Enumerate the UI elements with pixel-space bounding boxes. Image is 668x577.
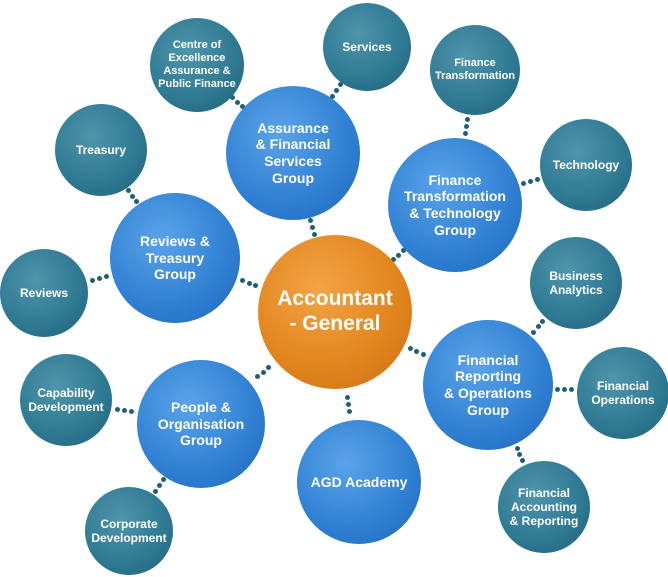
node-services: Services xyxy=(323,3,411,91)
node-accountant-general: Accountant - General xyxy=(258,235,412,389)
connector-dot xyxy=(308,218,314,224)
connector-dot xyxy=(401,248,407,253)
connector-dot xyxy=(562,387,568,393)
node-technology: Technology xyxy=(540,119,632,211)
connector-dot xyxy=(260,369,266,375)
connector-dot xyxy=(235,99,241,105)
node-treasury: Treasury xyxy=(55,104,147,196)
connector-dot xyxy=(344,394,350,400)
connector-dot xyxy=(115,406,121,412)
connector-dot xyxy=(129,409,135,415)
connector-dot xyxy=(229,95,235,100)
node-reviews-treasury-group: Reviews & Treasury Group xyxy=(110,193,240,323)
node-finance-tech-group: Finance Transformation & Technology Grou… xyxy=(388,138,522,272)
node-corporate-development: Corporate Development xyxy=(85,487,173,575)
connector-dot xyxy=(126,187,132,193)
node-label: Finance Transformation & Technology Grou… xyxy=(404,171,506,238)
node-label: Technology xyxy=(552,157,620,172)
connector-dot xyxy=(330,93,336,99)
connector-dot xyxy=(465,117,471,123)
connector-dot xyxy=(156,483,162,489)
connector-dot xyxy=(246,280,252,286)
node-label: People & Organisation Group xyxy=(157,399,245,449)
node-label: Capability Development xyxy=(28,385,104,414)
node-label: Services xyxy=(342,39,392,54)
connector-dot xyxy=(90,277,96,283)
node-financial-accounting: Financial Accounting & Reporting xyxy=(498,461,590,553)
connector-dot xyxy=(414,348,420,354)
node-financial-operations: Financial Operations xyxy=(577,347,668,439)
connector-dot xyxy=(520,458,526,464)
node-label: AGD Academy xyxy=(310,473,408,490)
connector-dot xyxy=(253,282,259,288)
connector-dot xyxy=(345,401,351,407)
node-coe-assurance: Centre of Excellence Assurance & Public … xyxy=(150,18,244,112)
node-label: Financial Accounting & Reporting xyxy=(509,485,579,529)
connector-dot xyxy=(420,351,426,357)
connector-dot xyxy=(265,365,271,371)
connector-dot xyxy=(160,477,166,483)
connector-dot xyxy=(396,252,402,258)
node-agd-academy: AGD Academy xyxy=(297,420,421,544)
node-label: Accountant - General xyxy=(277,287,393,335)
node-label: Finance Transformation xyxy=(434,57,516,82)
node-label: Centre of Excellence Assurance & Public … xyxy=(158,39,236,90)
connector-dot xyxy=(310,225,316,231)
connector-dot xyxy=(408,345,414,351)
connector-dot xyxy=(535,324,541,330)
node-business-analytics: Business Analytics xyxy=(530,237,622,329)
node-label: Business Analytics xyxy=(549,268,603,297)
connector-dot xyxy=(528,179,534,185)
node-finance-transformation: Finance Transformation xyxy=(430,25,520,115)
connector-dot xyxy=(391,257,396,263)
connector-dot xyxy=(134,199,140,205)
connector-dot xyxy=(130,193,136,199)
connector-dot xyxy=(464,124,470,130)
connector-dot xyxy=(534,177,540,183)
node-assurance-group: Assurance & Financial Services Group xyxy=(226,86,360,220)
connector-dot xyxy=(521,181,527,187)
connector-dot xyxy=(514,445,520,451)
node-people-org-group: People & Organisation Group xyxy=(137,360,265,488)
connector-dot xyxy=(122,407,128,413)
node-label: Financial Operations xyxy=(591,378,655,407)
connector-dot xyxy=(153,489,158,495)
node-financial-reporting-group: Financial Reporting & Operations Group xyxy=(423,320,553,450)
connector-dot xyxy=(255,374,261,380)
connector-dot xyxy=(240,278,246,284)
connector-dot xyxy=(463,131,469,137)
connector-dot xyxy=(338,82,344,88)
node-capability-development: Capability Development xyxy=(20,354,112,446)
node-label: Treasury xyxy=(75,142,127,157)
connector-dot xyxy=(517,452,523,458)
node-label: Corporate Development xyxy=(91,516,167,545)
connector-dot xyxy=(540,319,546,324)
connector-dot xyxy=(531,329,537,335)
node-label: Reviews & Treasury Group xyxy=(139,233,211,283)
connector-dot xyxy=(334,88,340,94)
connector-dot xyxy=(555,386,561,392)
connector-dot xyxy=(569,387,575,393)
node-label: Assurance & Financial Services Group xyxy=(255,119,331,186)
node-reviews: Reviews xyxy=(0,249,88,337)
connector-dot xyxy=(312,231,317,237)
connector-dot xyxy=(346,408,352,414)
connector-dot xyxy=(96,275,102,281)
connector-dot xyxy=(103,273,109,279)
node-label: Financial Reporting & Operations Group xyxy=(444,351,532,418)
node-label: Reviews xyxy=(19,285,69,300)
